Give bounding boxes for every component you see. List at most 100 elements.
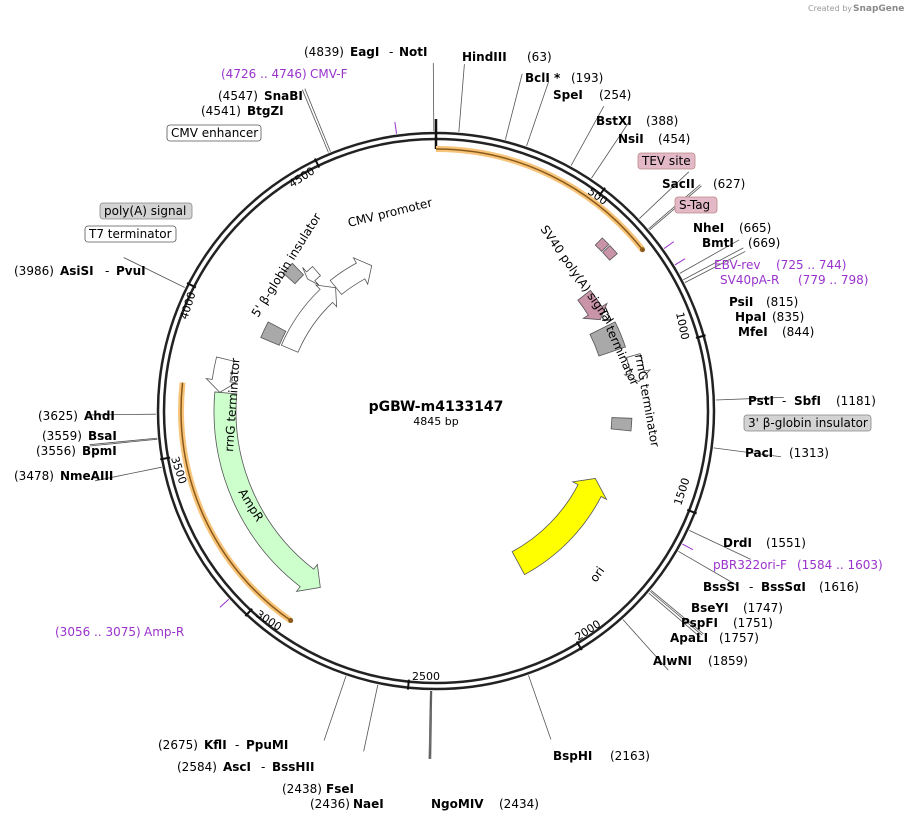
svg-text:(844): (844) — [782, 325, 814, 339]
primer-mark-0 — [394, 121, 398, 134]
site-psii: PsiI (815) — [729, 295, 798, 309]
site-eagi-noti: (4839) EagI - NotI — [304, 45, 428, 59]
svg-text:HindIII: HindIII — [462, 50, 507, 64]
site-asisi-pvui: (3986) AsiSI - PvuI — [14, 264, 146, 278]
svg-text:(4541): (4541) — [201, 104, 241, 118]
site-leader-19 — [622, 619, 669, 671]
primer-mark-4 — [219, 598, 230, 608]
site-leader-7 — [648, 184, 701, 230]
boxed-label-t7-terminator: T7 terminator — [84, 225, 177, 243]
svg-text:(4547): (4547) — [218, 89, 258, 103]
site-leader-14 — [689, 530, 751, 560]
tick-label-2000: 2000 — [573, 617, 604, 643]
svg-text:(3478): (3478) — [14, 469, 54, 483]
primer-sv40pa-r: SV40pA-R (779 .. 798) — [720, 273, 868, 287]
svg-text:SacII: SacII — [662, 177, 695, 191]
svg-text:(1751): (1751) — [733, 616, 773, 630]
svg-text:-: - — [261, 760, 265, 774]
svg-text:T7 terminator: T7 terminator — [88, 227, 172, 241]
svg-text:(3559): (3559) — [42, 429, 82, 443]
svg-text:(1747): (1747) — [743, 601, 783, 615]
svg-text:BpmI: BpmI — [82, 444, 117, 458]
svg-text:(1551): (1551) — [766, 536, 806, 550]
site-leader-0 — [432, 63, 435, 132]
site-naei: (2436) NaeI — [310, 797, 384, 811]
site-leaders — [88, 63, 784, 759]
site-mfei: MfeI (844) — [738, 325, 814, 339]
svg-text:-: - — [389, 45, 393, 59]
svg-text:(627): (627) — [713, 177, 745, 191]
svg-text:AhdI: AhdI — [84, 409, 115, 423]
feature-t7-terminator-11 — [302, 265, 321, 286]
credit-prefix: Created by — [808, 4, 852, 13]
svg-text:NaeI: NaeI — [353, 797, 384, 811]
svg-text:BclI *: BclI * — [525, 71, 561, 85]
svg-text:(454): (454) — [658, 132, 690, 146]
svg-text:PsiI: PsiI — [729, 295, 753, 309]
primer-mark-1 — [663, 241, 675, 249]
primer-amp-r: (3056 .. 3075) Amp-R — [55, 625, 184, 639]
svg-text:NotI: NotI — [399, 45, 428, 59]
site-leader-30 — [123, 257, 185, 288]
svg-text:(1313): (1313) — [789, 446, 829, 460]
site-bseyi: BseYI (1747) — [691, 601, 783, 615]
svg-text:PacI: PacI — [745, 446, 773, 460]
site-apali: ApaLI (1757) — [670, 631, 759, 645]
svg-text:3' β-globin insulator: 3' β-globin insulator — [748, 416, 868, 430]
site-btgzi: (4541) BtgZI — [201, 104, 284, 118]
orf-arc-0 — [435, 148, 644, 251]
site-psti-sbfi: PstI - SbfI (1181) — [748, 394, 876, 408]
svg-text:(1859): (1859) — [708, 654, 748, 668]
svg-text:S-Tag: S-Tag — [679, 198, 710, 212]
svg-text:BspHI: BspHI — [553, 749, 592, 763]
svg-text:(193): (193) — [571, 71, 603, 85]
tick-500 — [598, 187, 606, 197]
site-bmti: BmtI (669) — [702, 236, 780, 250]
svg-text:(63): (63) — [527, 50, 552, 64]
svg-text:(3986): (3986) — [14, 264, 54, 278]
orf-arc-halo-0 — [435, 146, 645, 252]
svg-text:(1181): (1181) — [836, 394, 876, 408]
svg-text:SnaBI: SnaBI — [264, 89, 303, 103]
site-leader-3 — [526, 81, 549, 147]
tick-3500 — [160, 456, 171, 461]
features — [205, 237, 652, 592]
svg-text:SbfI: SbfI — [794, 394, 821, 408]
svg-text:BseYI: BseYI — [691, 601, 729, 615]
svg-text:NmeAIII: NmeAIII — [60, 469, 113, 483]
site-leader-23 — [428, 690, 431, 759]
feature-sv40-poly-a-signal-2 — [577, 289, 608, 321]
site-drdi: DrdI (1551) — [723, 536, 806, 550]
site-leader-29 — [88, 413, 157, 416]
primer-pbr322ori-f: pBR322ori-F (1584 .. 1603) — [713, 558, 883, 572]
svg-text:AscI: AscI — [223, 760, 251, 774]
boxed-label-cmv-enhancer: CMV enhancer — [166, 124, 262, 142]
svg-text:TEV site: TEV site — [641, 154, 691, 168]
tick-label-500: 500 — [585, 185, 610, 208]
svg-text:NgoMIV: NgoMIV — [431, 797, 484, 811]
primer-mark-3 — [682, 543, 694, 551]
site-sacii: SacII (627) — [662, 177, 745, 191]
svg-text:AsiSI: AsiSI — [60, 264, 94, 278]
svg-text:MfeI: MfeI — [738, 325, 768, 339]
feature-tev-site-12 — [594, 237, 610, 252]
site-leader-11 — [684, 251, 746, 283]
svg-text:EBV-rev: EBV-rev — [714, 258, 760, 272]
site-nhei: NheI (665) — [693, 221, 771, 235]
primer-mark-2 — [674, 258, 686, 266]
svg-text:(2438): (2438) — [282, 782, 322, 796]
primer-ebv-rev: EBV-rev (725 .. 744) — [714, 258, 846, 272]
svg-text:BstXI: BstXI — [596, 114, 632, 128]
svg-text:CMV-F: CMV-F — [310, 67, 348, 81]
site-leader-5 — [591, 121, 630, 179]
site-leader-9 — [679, 239, 740, 274]
site-pspfi: PspFI (1751) — [681, 616, 773, 630]
svg-text:EagI: EagI — [350, 45, 379, 59]
site-hpai: HpaI (835) — [735, 310, 804, 324]
site-leader-17 — [649, 591, 703, 636]
svg-text:FseI: FseI — [326, 782, 354, 796]
svg-text:(1616): (1616) — [819, 580, 859, 594]
tick-1000 — [695, 334, 706, 339]
site-asci-bsshii: (2584) AscI - BssHII — [177, 760, 314, 774]
tick-2500 — [406, 679, 410, 690]
